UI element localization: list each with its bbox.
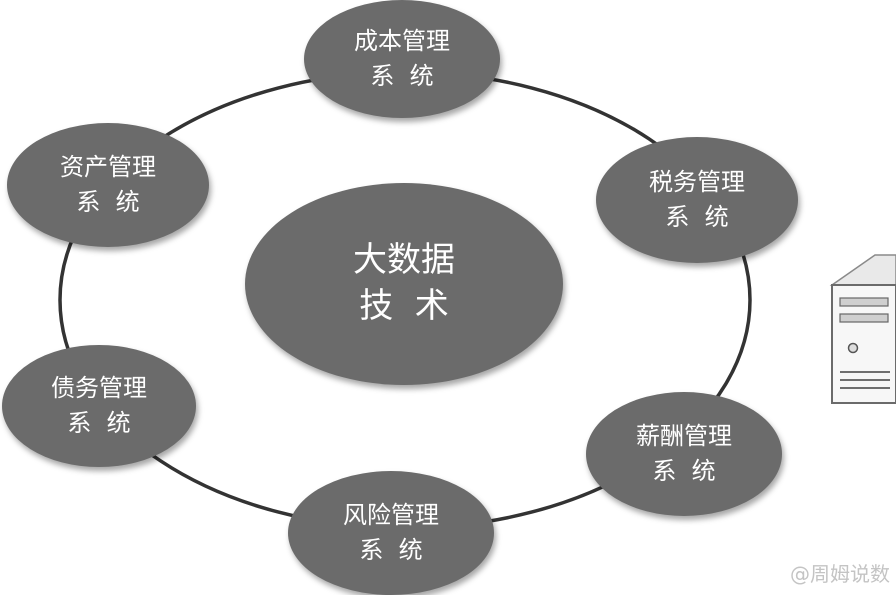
- node-risk-line2: 系 统: [359, 536, 423, 564]
- center-node-line1: 大数据: [353, 240, 455, 281]
- node-debt-line1: 债务管理: [51, 374, 147, 403]
- node-cost-line1: 成本管理: [354, 27, 450, 56]
- server-tower-icon: [829, 254, 896, 404]
- node-debt-line2: 系 统: [67, 409, 131, 437]
- node-salary-line1: 薪酬管理: [636, 422, 732, 451]
- node-asset-line1: 资产管理: [60, 153, 156, 182]
- node-cost-line2: 系 统: [370, 62, 434, 90]
- node-risk-line1: 风险管理: [343, 501, 439, 530]
- node-asset-line2: 系 统: [76, 188, 140, 216]
- node-asset-management: 资产管理 系 统: [7, 123, 209, 247]
- node-tax-line1: 税务管理: [649, 168, 745, 197]
- node-debt-management: 债务管理 系 统: [2, 345, 196, 467]
- center-node-line2: 技 术: [359, 286, 449, 326]
- node-salary-management: 薪酬管理 系 统: [586, 392, 782, 516]
- node-risk-management: 风险管理 系 统: [288, 471, 494, 595]
- node-tax-management: 税务管理 系 统: [596, 137, 798, 263]
- node-tax-line2: 系 统: [665, 203, 729, 231]
- watermark-text: @周姆说数: [790, 562, 890, 586]
- center-node-big-data: 大数据 技 术: [245, 183, 563, 385]
- node-cost-management: 成本管理 系 统: [304, 0, 500, 118]
- node-salary-line2: 系 统: [652, 457, 716, 485]
